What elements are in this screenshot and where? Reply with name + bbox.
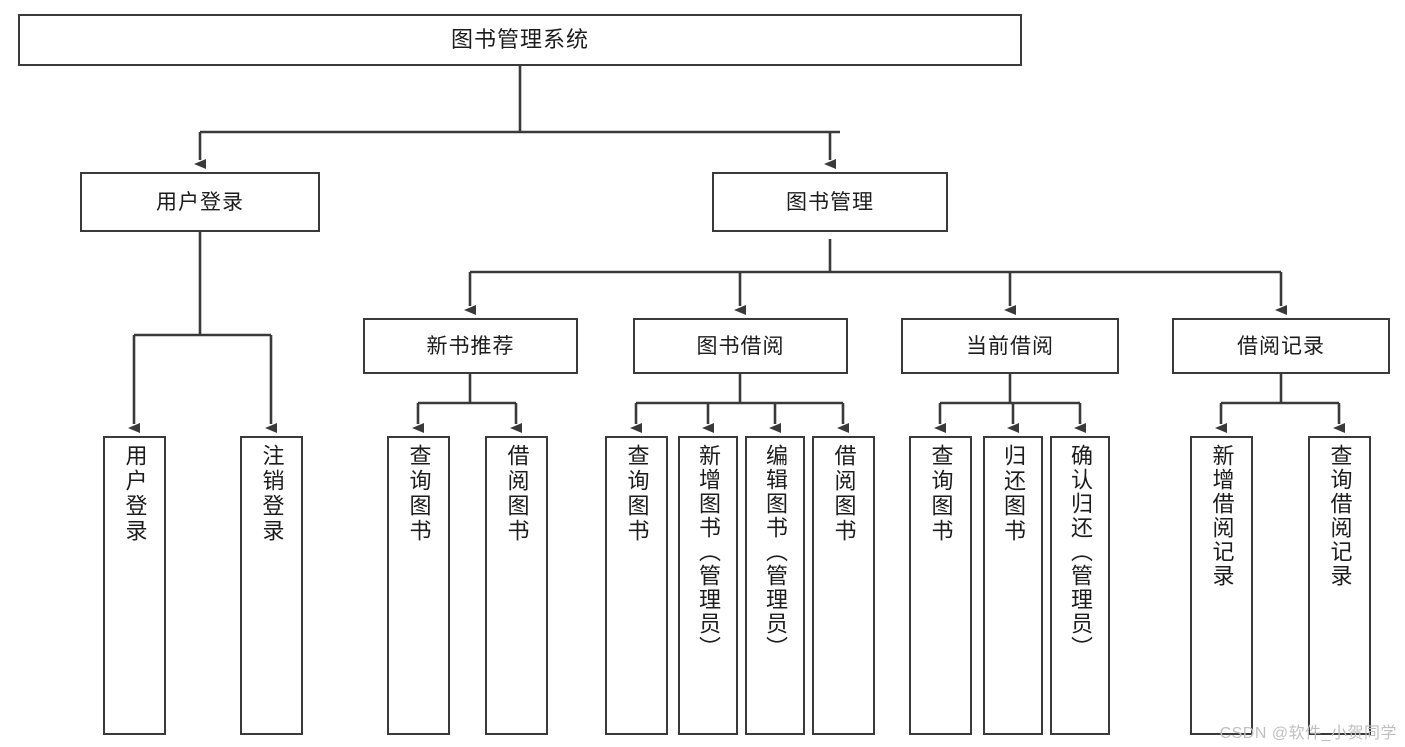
node-root-label: 图书管理系统 [450, 27, 589, 52]
node-leaf-borrow-book-recommend[interactable]: 借阅图书 [485, 436, 548, 735]
node-leaf-edit-book-admin[interactable]: 编辑图书（管理员） [745, 436, 805, 735]
node-leaf-user-login[interactable]: 用户登录 [103, 436, 166, 735]
node-root[interactable]: 图书管理系统 [18, 14, 1022, 66]
node-current-borrow-label: 当前借阅 [966, 334, 1054, 358]
node-book-borrow[interactable]: 图书借阅 [633, 318, 848, 374]
node-leaf-query-borrow-record-label: 查询借阅记录 [1327, 444, 1353, 588]
node-book-borrow-label: 图书借阅 [696, 334, 785, 358]
node-borrow-records[interactable]: 借阅记录 [1172, 318, 1390, 374]
node-leaf-add-book-admin[interactable]: 新增图书（管理员） [678, 436, 738, 735]
node-leaf-add-book-admin-label: 新增图书（管理员） [696, 444, 721, 660]
node-leaf-edit-book-admin-label: 编辑图书（管理员） [763, 444, 788, 660]
node-leaf-query-book-borrow-label: 查询图书 [624, 444, 650, 544]
node-user-login-label: 用户登录 [156, 190, 244, 214]
watermark: CSDN @软件_小贺同学 [1219, 725, 1397, 742]
node-leaf-return-book-label: 归还图书 [1001, 444, 1026, 544]
node-leaf-query-book-recommend[interactable]: 查询图书 [387, 436, 450, 735]
node-leaf-borrow-book[interactable]: 借阅图书 [812, 436, 875, 735]
node-leaf-add-borrow-record-label: 新增借阅记录 [1209, 444, 1235, 588]
node-leaf-query-book-recommend-label: 查询图书 [406, 444, 432, 544]
node-new-book-recommend[interactable]: 新书推荐 [363, 318, 578, 374]
node-book-management-label: 图书管理 [786, 190, 874, 214]
node-current-borrow[interactable]: 当前借阅 [901, 318, 1119, 374]
node-leaf-query-book-current-label: 查询图书 [928, 444, 954, 544]
node-new-book-recommend-label: 新书推荐 [426, 334, 515, 358]
node-leaf-logout-login[interactable]: 注销登录 [240, 436, 303, 735]
node-leaf-borrow-book-label: 借阅图书 [831, 444, 857, 544]
node-leaf-query-borrow-record[interactable]: 查询借阅记录 [1308, 436, 1371, 735]
node-leaf-user-login-label: 用户登录 [122, 444, 148, 544]
node-book-management[interactable]: 图书管理 [712, 172, 948, 232]
node-leaf-logout-login-label: 注销登录 [259, 444, 285, 544]
node-leaf-query-book-borrow[interactable]: 查询图书 [605, 436, 668, 735]
node-user-login[interactable]: 用户登录 [80, 172, 320, 232]
node-leaf-borrow-book-recommend-label: 借阅图书 [504, 444, 530, 544]
node-leaf-confirm-return-admin-label: 确认归还（管理员） [1068, 444, 1093, 660]
node-borrow-records-label: 借阅记录 [1237, 334, 1325, 358]
node-leaf-query-book-current[interactable]: 查询图书 [909, 436, 972, 735]
node-leaf-confirm-return-admin[interactable]: 确认归还（管理员） [1050, 436, 1110, 735]
node-leaf-add-borrow-record[interactable]: 新增借阅记录 [1190, 436, 1253, 735]
node-leaf-return-book[interactable]: 归还图书 [983, 436, 1043, 735]
